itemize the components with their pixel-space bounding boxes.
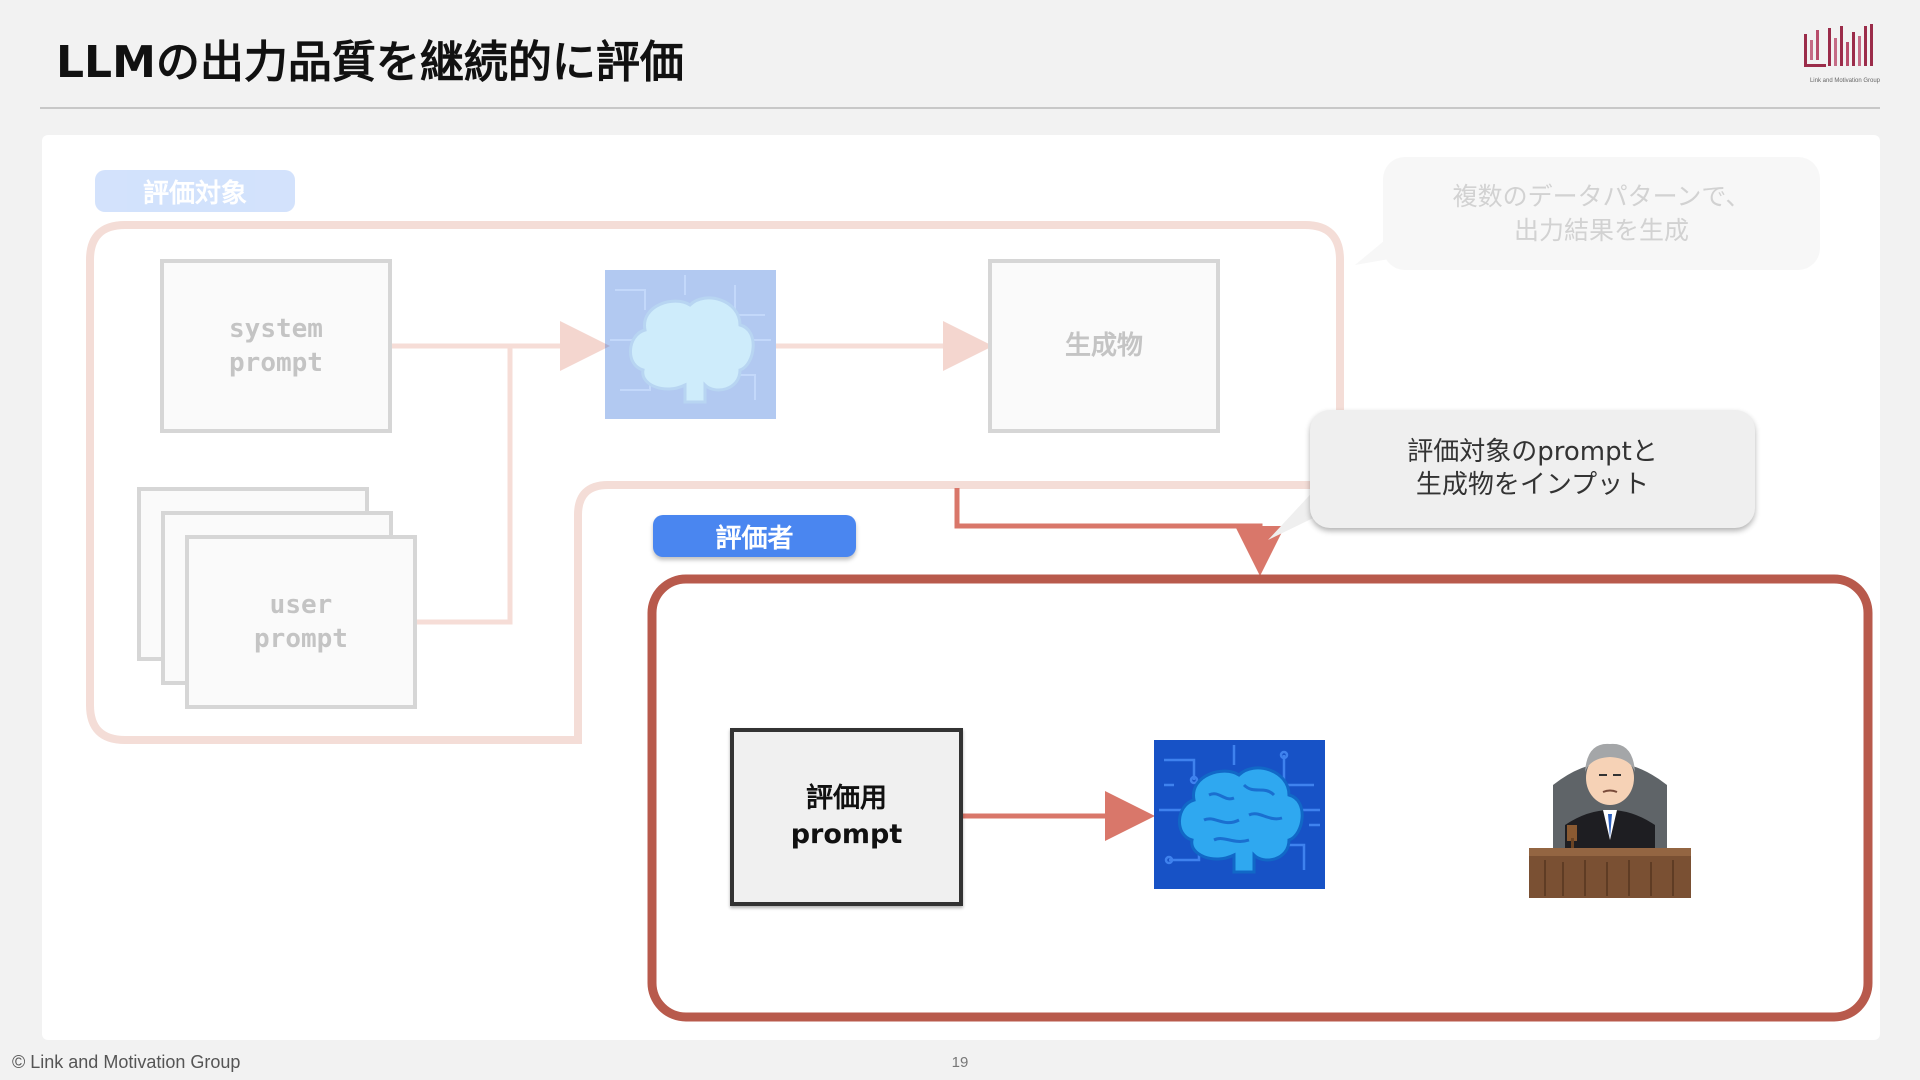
target-group-outline (86, 221, 1344, 744)
judge-icon (1529, 743, 1691, 898)
output-box: 生成物 (988, 259, 1220, 433)
brain-circuit-icon (605, 270, 776, 419)
data-pattern-note: 複数のデータパターンで、 出力結果を生成 (1383, 157, 1820, 270)
target-group-tag: 評価対象 (95, 170, 295, 212)
evaluator-group-outline (647, 574, 1873, 1022)
user-to-llm-line (415, 346, 513, 625)
logo-caption: Link and Motivation Group (1810, 78, 1881, 84)
input-note-bubble: 評価対象のpromptと 生成物をインプット (1310, 410, 1755, 528)
lmg-logo: Link and Motivation Group (1804, 24, 1881, 84)
brain-circuit-icon (1154, 740, 1325, 889)
slide-title: LLMの出力品質を継続的に評価 (56, 37, 684, 88)
eval-prompt-box: 評価用 prompt (730, 728, 963, 906)
page-number: 19 (951, 1054, 969, 1071)
evaluator-group-tag: 評価者 (653, 515, 856, 557)
input-arrow-line (954, 488, 1285, 576)
system-prompt-box: system prompt (160, 259, 392, 433)
user-prompt-box: user prompt (185, 535, 417, 709)
copyright-text: © Link and Motivation Group (12, 1052, 241, 1072)
title-divider (40, 107, 1880, 109)
